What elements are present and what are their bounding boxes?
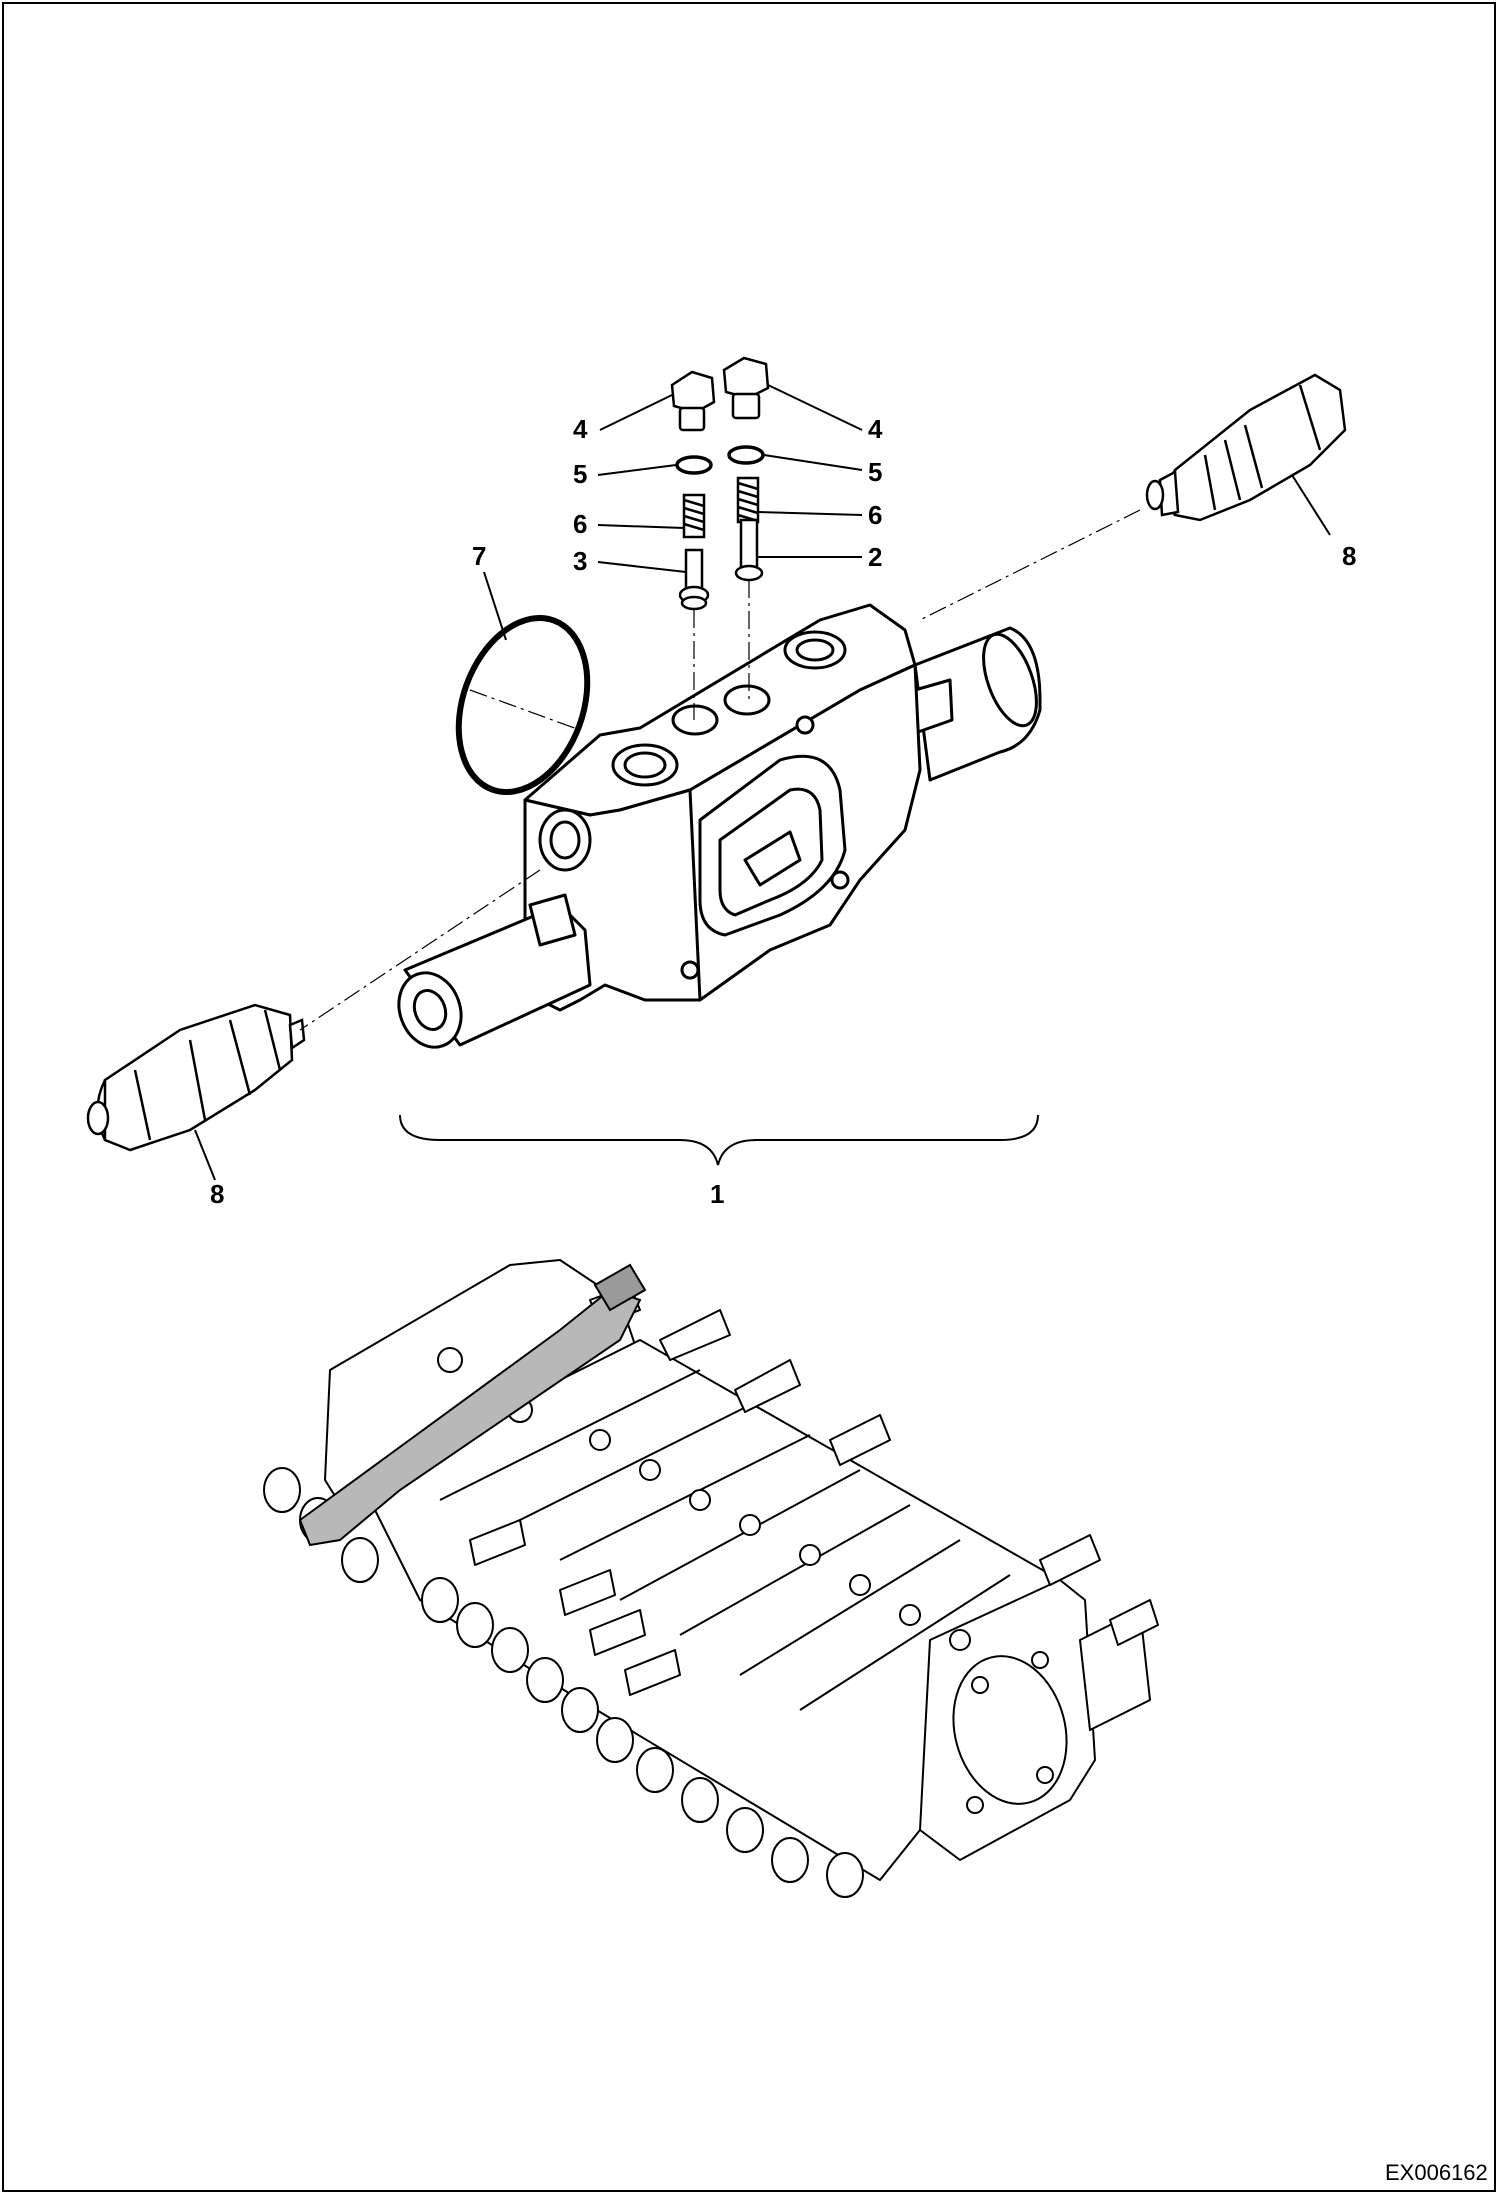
- relief-valve-right: [1145, 373, 1347, 522]
- leader-lines: [194, 384, 1331, 1181]
- assembly-brace: [399, 1114, 1039, 1166]
- highlighted-section: [298, 1288, 642, 1547]
- callout-8-left: 8: [210, 1179, 224, 1209]
- plug-stack-left: [670, 370, 716, 611]
- callout-1: 1: [710, 1179, 724, 1209]
- callout-5-left: 5: [573, 459, 587, 489]
- callout-3: 3: [573, 546, 587, 576]
- relief-valve-left: [86, 1003, 306, 1152]
- callout-8-right: 8: [1342, 541, 1356, 571]
- plug-stack-right: [722, 356, 770, 582]
- highlighted-relief-valve: [593, 1263, 647, 1312]
- callout-4-right: 4: [868, 414, 883, 444]
- control-valve-overview: [263, 1259, 1159, 1898]
- callout-2: 2: [868, 542, 882, 572]
- callout-6-right: 6: [868, 500, 882, 530]
- callout-5-right: 5: [868, 457, 882, 487]
- axis-lines: [299, 509, 1141, 1031]
- valve-section-assembly: [397, 603, 1042, 1049]
- callout-4-left: 4: [573, 414, 588, 444]
- figure-id: EX006162: [1385, 2160, 1488, 2185]
- callout-7: 7: [472, 541, 486, 571]
- o-ring-part-7: [455, 614, 591, 796]
- callout-6-left: 6: [573, 509, 587, 539]
